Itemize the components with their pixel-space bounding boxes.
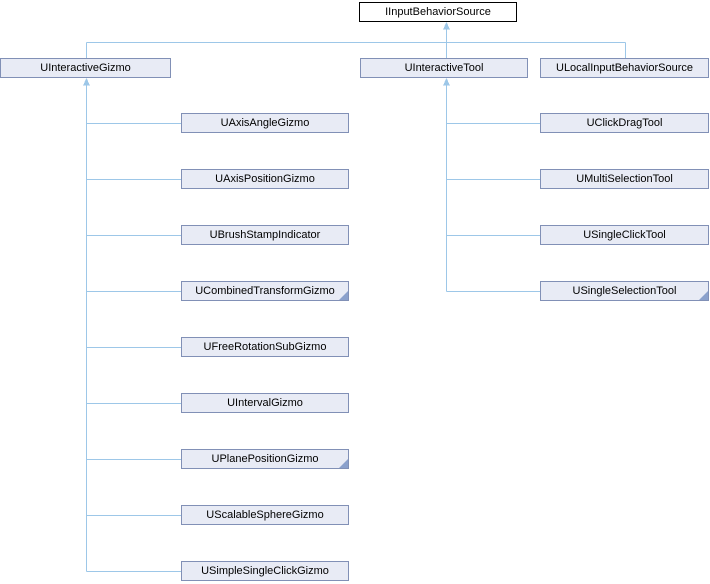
class-link-uintervalgizmo[interactable]: UIntervalGizmo [181, 393, 349, 413]
class-link-ulocalinputbehaviorsource[interactable]: ULocalInputBehaviorSource [540, 58, 709, 78]
up-arrowhead-icon [83, 78, 90, 86]
class-label: UAxisPositionGizmo [215, 172, 315, 185]
class-link-uscalablespheregizmo[interactable]: UScalableSphereGizmo [181, 505, 349, 525]
class-link-usingleselectiontool[interactable]: USingleSelectionTool [540, 281, 709, 301]
class-label: IInputBehaviorSource [385, 5, 491, 18]
class-label: UAxisAngleGizmo [220, 116, 310, 129]
class-label: UInteractiveGizmo [40, 61, 131, 74]
class-link-uinteractivegizmo[interactable]: UInteractiveGizmo [0, 58, 171, 78]
edge-to-root [86, 29, 626, 58]
truncated-corner-icon [339, 291, 348, 300]
class-link-uinteractivetool[interactable]: UInteractiveTool [360, 58, 528, 78]
class-label: UClickDragTool [586, 116, 663, 129]
class-label: UFreeRotationSubGizmo [203, 340, 327, 353]
class-label: UPlanePositionGizmo [211, 452, 319, 465]
class-link-umultiselectiontool[interactable]: UMultiSelectionTool [540, 169, 709, 189]
edge-gizmo-children [86, 85, 181, 572]
up-arrowhead-icon [443, 22, 450, 30]
class-link-ubrushstampindicator[interactable]: UBrushStampIndicator [181, 225, 349, 245]
class-label: USingleClickTool [583, 228, 666, 241]
class-label: UBrushStampIndicator [209, 228, 321, 241]
class-link-usimplesingleclickgizmo[interactable]: USimpleSingleClickGizmo [181, 561, 349, 581]
class-label: UMultiSelectionTool [576, 172, 673, 185]
class-link-ufreerotationsubgizmo[interactable]: UFreeRotationSubGizmo [181, 337, 349, 357]
truncated-corner-icon [339, 459, 348, 468]
class-node-iinputbehaviorsource: IInputBehaviorSource [359, 2, 517, 22]
class-label: UCombinedTransformGizmo [195, 284, 335, 297]
class-link-uaxisanglegizmo[interactable]: UAxisAngleGizmo [181, 113, 349, 133]
class-link-ucombinedtransformgizmo[interactable]: UCombinedTransformGizmo [181, 281, 349, 301]
class-label: UInteractiveTool [404, 61, 484, 74]
class-link-uplanepositiongizmo[interactable]: UPlanePositionGizmo [181, 449, 349, 469]
class-link-uaxispositiongizmo[interactable]: UAxisPositionGizmo [181, 169, 349, 189]
class-label: USimpleSingleClickGizmo [201, 564, 329, 577]
class-label: UScalableSphereGizmo [206, 508, 324, 521]
class-label: ULocalInputBehaviorSource [556, 61, 693, 74]
up-arrowhead-icon [443, 78, 450, 86]
edge-tool-children [446, 85, 540, 292]
truncated-corner-icon [699, 291, 708, 300]
class-label: USingleSelectionTool [572, 284, 677, 297]
class-link-usingleclicktool[interactable]: USingleClickTool [540, 225, 709, 245]
class-link-uclickdragtool[interactable]: UClickDragTool [540, 113, 709, 133]
class-label: UIntervalGizmo [227, 396, 303, 409]
